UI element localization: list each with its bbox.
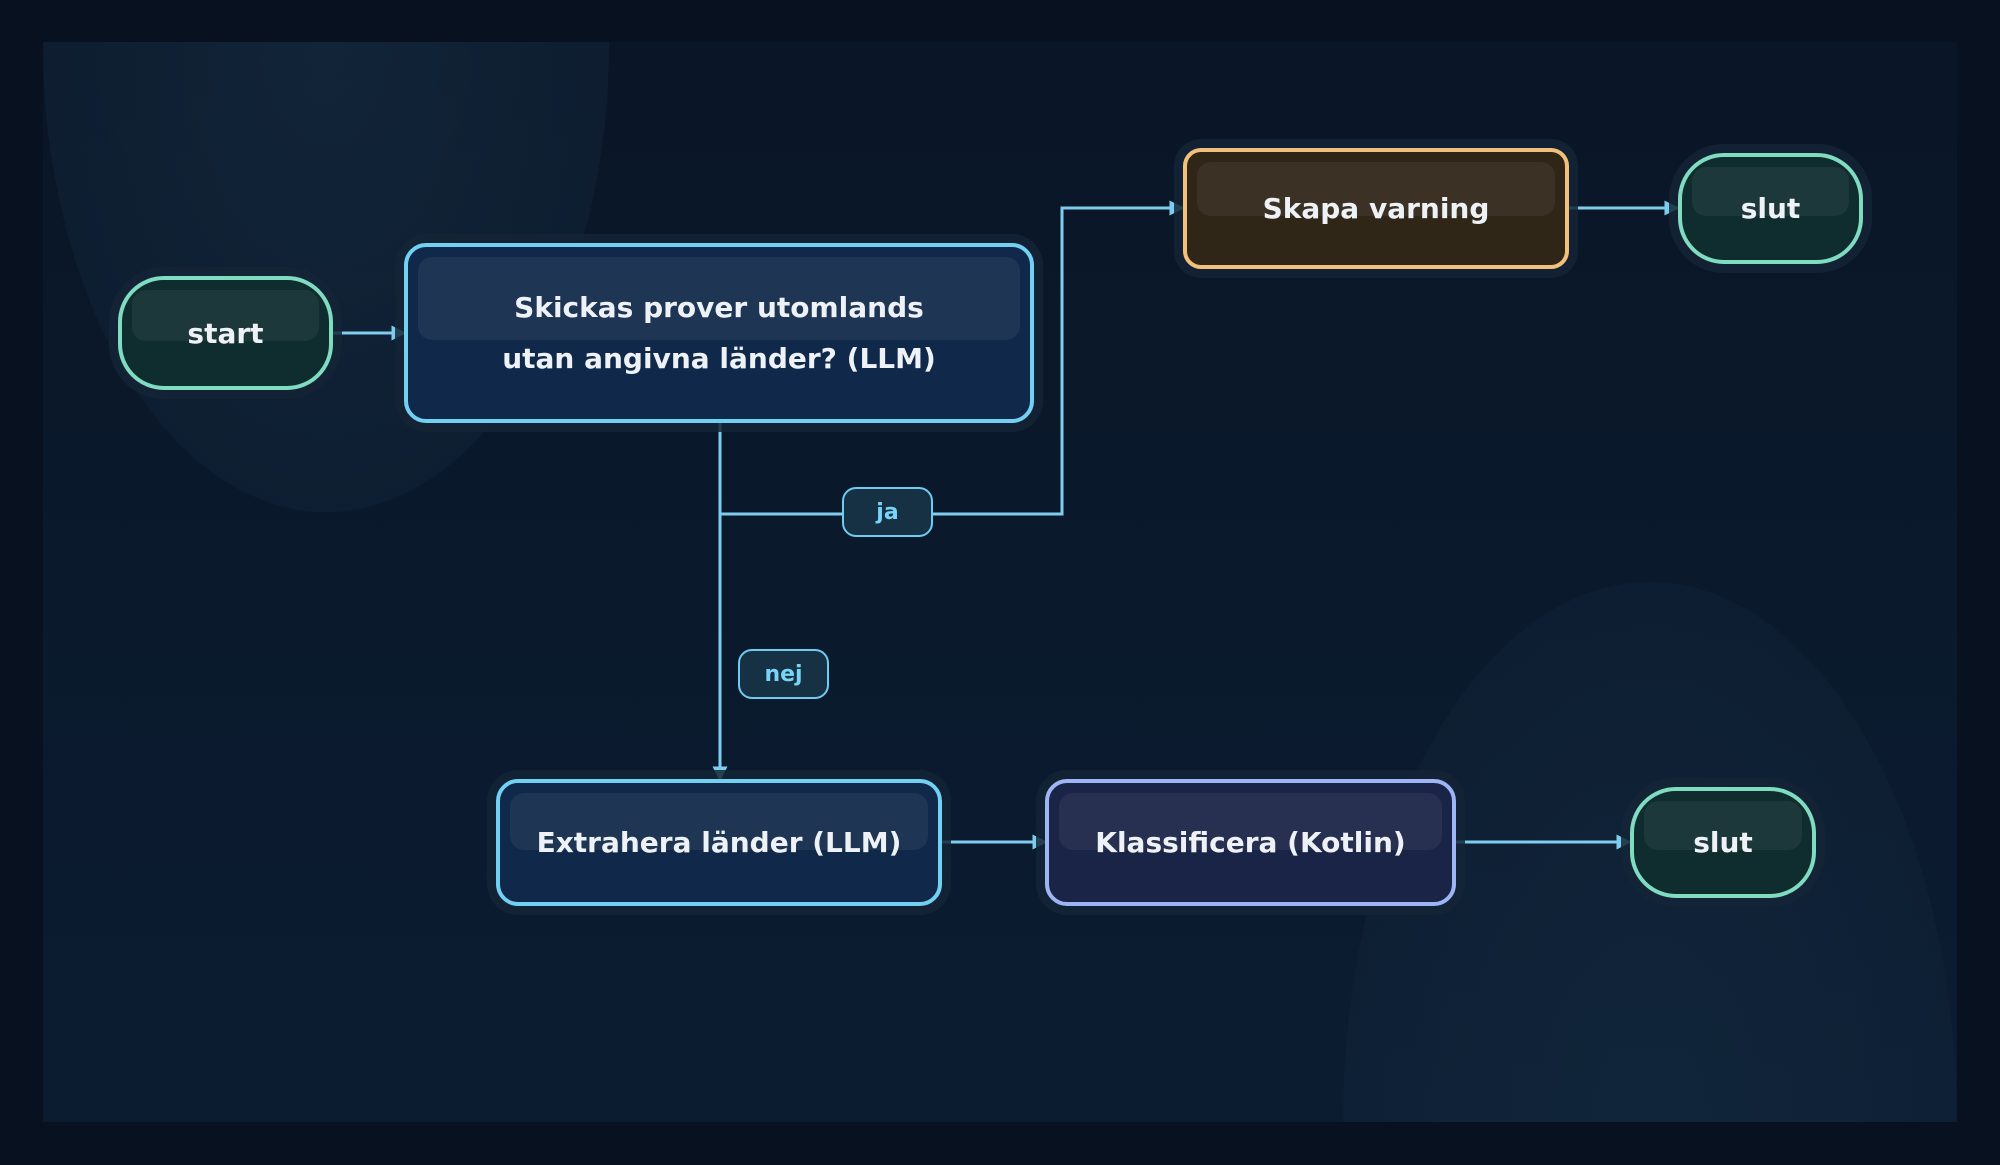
end-node-top[interactable]: slut (1678, 153, 1863, 264)
create-warning-node[interactable]: Skapa varning (1183, 148, 1569, 269)
edge-label-yes: ja (842, 487, 933, 537)
start-node[interactable]: start (118, 276, 333, 390)
end-node-bottom[interactable]: slut (1630, 787, 1816, 898)
edge-label-yes-text: ja (876, 499, 899, 525)
end-node-bottom-label: slut (1693, 826, 1753, 859)
edge-label-no-text: nej (764, 661, 803, 687)
extract-countries-node[interactable]: Extrahera länder (LLM) (496, 779, 942, 906)
end-node-top-label: slut (1740, 192, 1801, 225)
create-warning-node-label: Skapa varning (1262, 192, 1490, 225)
edge-label-no: nej (738, 649, 829, 699)
edge-question-to-warning-yes (718, 200, 1185, 516)
decision-node-label: Skickas prover utomlands utan angivna lä… (502, 291, 936, 375)
decision-node[interactable]: Skickas prover utomlands utan angivna lä… (404, 243, 1034, 423)
extract-countries-node-label: Extrahera länder (LLM) (536, 826, 902, 859)
start-node-label: start (187, 316, 264, 350)
classify-node[interactable]: Klassificera (Kotlin) (1045, 779, 1456, 906)
classify-node-label: Klassificera (Kotlin) (1095, 826, 1406, 859)
